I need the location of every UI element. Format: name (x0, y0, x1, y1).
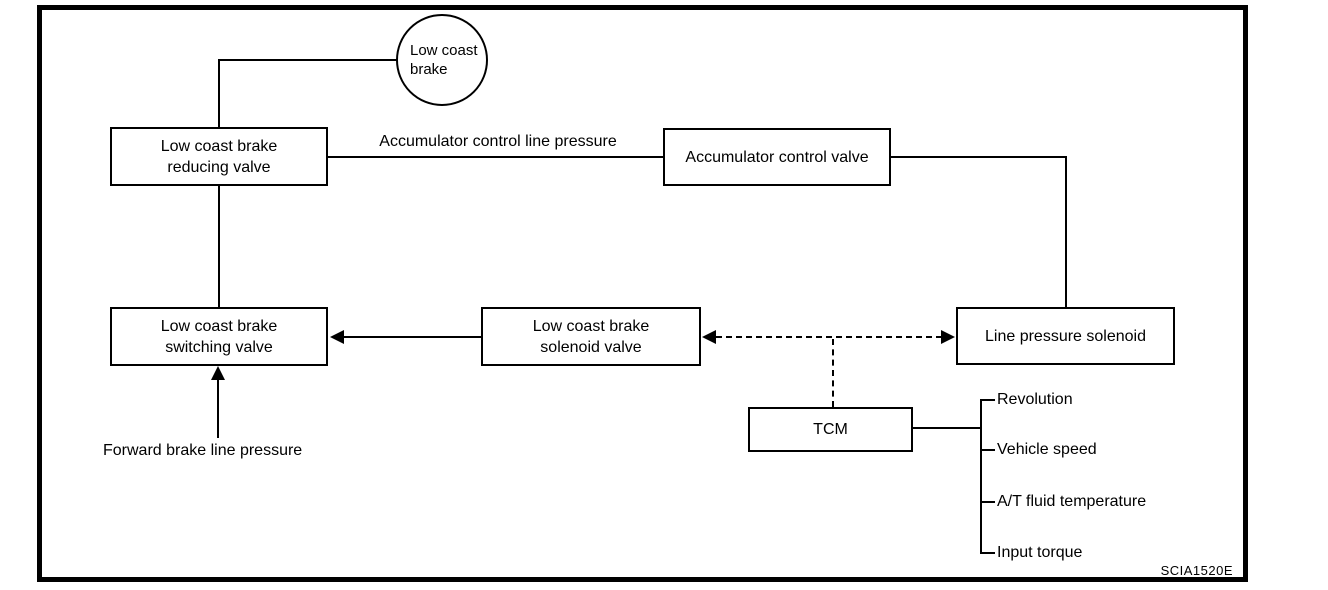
node-solenoid-valve-label: Low coast brake solenoid valve (532, 317, 650, 356)
node-solenoid-valve: Low coast brake solenoid valve (481, 307, 701, 366)
input-tick-fluid-temperature (980, 501, 995, 503)
node-reducing-valve-label: Low coast brake reducing valve (160, 137, 278, 176)
figure-code: SCIA1520E (1160, 563, 1233, 578)
node-accumulator-control-valve-label: Accumulator control valve (685, 148, 869, 166)
input-tick-revolution (980, 399, 995, 401)
input-label-input-torque: Input torque (997, 544, 1083, 561)
inputs-trunk-line (980, 399, 982, 554)
arrowhead-to-solenoid-valve (702, 330, 716, 344)
node-line-pressure-solenoid-label: Line pressure solenoid (985, 327, 1146, 345)
input-label-vehicle-speed: Vehicle speed (997, 441, 1097, 458)
input-tick-vehicle-speed (980, 449, 995, 451)
connector-circle-horizontal (218, 59, 398, 61)
node-accumulator-control-valve: Accumulator control valve (663, 128, 891, 186)
arrowhead-to-switching-valve (330, 330, 344, 344)
dashed-tcm-line (832, 339, 834, 407)
node-reducing-valve: Low coast brake reducing valve (110, 127, 328, 186)
input-label-revolution: Revolution (997, 391, 1073, 408)
connector-accumulator-vertical (1065, 156, 1067, 307)
node-low-coast-brake-label: Low coast brake (410, 42, 478, 78)
node-switching-valve-label: Low coast brake switching valve (160, 317, 278, 356)
input-label-fluid-temperature: A/T fluid temperature (997, 493, 1147, 510)
connector-reducing-to-switching (218, 186, 220, 307)
arrowhead-to-switching-valve-bottom (211, 366, 225, 380)
connector-solenoid-to-switching (342, 336, 481, 338)
connector-reducing-to-accumulator (328, 156, 663, 158)
connector-accumulator-horizontal (891, 156, 1067, 158)
connector-forward-brake (217, 379, 219, 438)
dashed-signal-line (716, 336, 942, 338)
input-tick-input-torque (980, 552, 995, 554)
arrowhead-to-line-pressure-solenoid (941, 330, 955, 344)
node-switching-valve: Low coast brake switching valve (110, 307, 328, 366)
label-forward-brake-line-pressure: Forward brake line pressure (103, 442, 303, 459)
node-tcm: TCM (748, 407, 913, 452)
connector-circle-vertical (218, 59, 220, 128)
diagram-frame (37, 5, 1248, 582)
connector-tcm-to-inputs (913, 427, 982, 429)
label-accumulator-control-line-pressure: Accumulator control line pressure (379, 133, 617, 150)
node-low-coast-brake: Low coast brake (396, 14, 488, 106)
node-tcm-label: TCM (813, 421, 848, 438)
node-line-pressure-solenoid: Line pressure solenoid (956, 307, 1175, 365)
